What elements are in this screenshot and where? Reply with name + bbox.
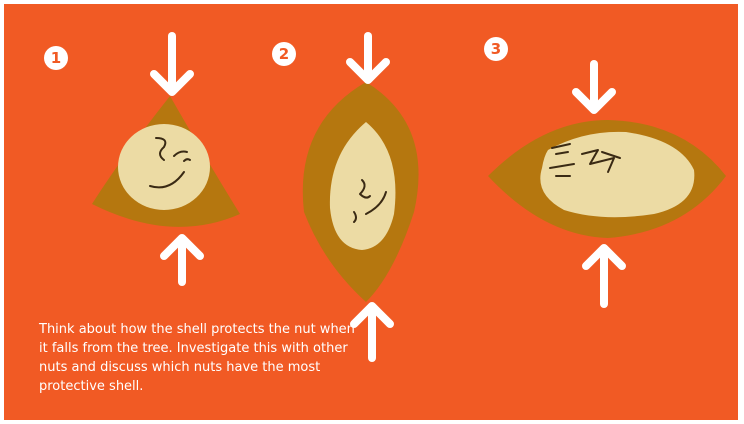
arrow-down-3 bbox=[576, 64, 612, 110]
arrow-down-1 bbox=[154, 36, 190, 92]
arrow-up-3 bbox=[586, 248, 622, 304]
arrow-up-1 bbox=[164, 238, 200, 282]
step-number-3: 3 bbox=[484, 37, 508, 61]
activity-caption: Think about how the shell protects the n… bbox=[39, 320, 359, 396]
step-number-2: 2 bbox=[272, 42, 296, 66]
arrow-down-2 bbox=[350, 36, 386, 80]
illustration-panel: 1 2 3 Think about how the shell protects… bbox=[4, 4, 738, 420]
nut-1 bbox=[92, 96, 240, 227]
nut-3 bbox=[488, 120, 726, 238]
step-number-1: 1 bbox=[44, 46, 68, 70]
nut-2 bbox=[303, 82, 419, 302]
arrow-up-2 bbox=[354, 306, 390, 358]
kernel-1 bbox=[118, 124, 210, 210]
